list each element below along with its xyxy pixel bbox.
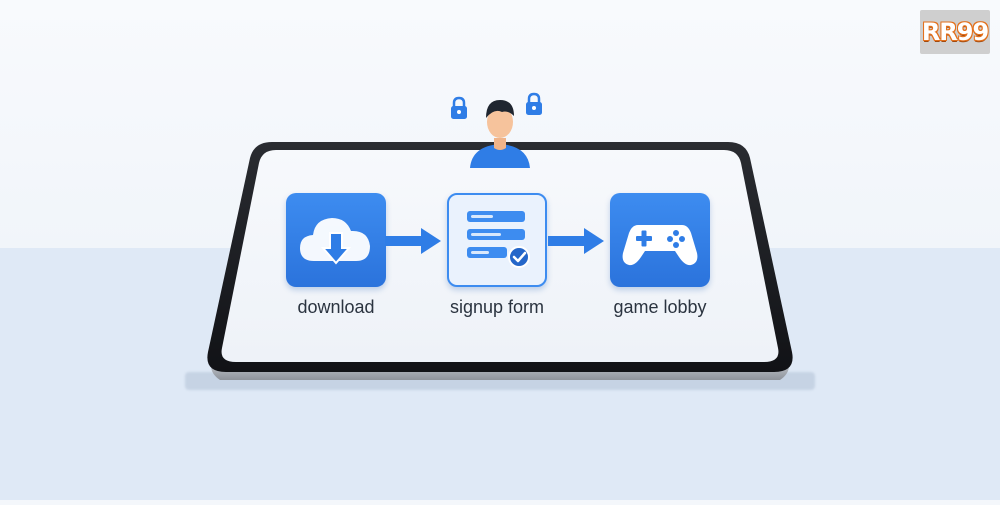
signup-form-label: signup form — [449, 297, 545, 317]
download-label: download — [297, 297, 375, 317]
game-lobby-step-tile — [610, 193, 710, 287]
lock-icon — [525, 92, 543, 116]
cloud-download-icon — [300, 218, 370, 265]
gamepad-icon — [622, 225, 698, 266]
tablet-shadow — [185, 372, 815, 390]
form-check-icon — [467, 211, 530, 268]
brand-logo: RR99 — [920, 10, 990, 54]
flow-arrow — [385, 226, 445, 256]
flow-arrow — [548, 226, 608, 256]
game-lobby-label: game lobby — [613, 297, 707, 317]
user-avatar-icon — [468, 92, 532, 170]
signup-form-step-tile — [447, 193, 547, 287]
lock-icon — [450, 96, 468, 120]
download-step-tile — [286, 193, 386, 287]
